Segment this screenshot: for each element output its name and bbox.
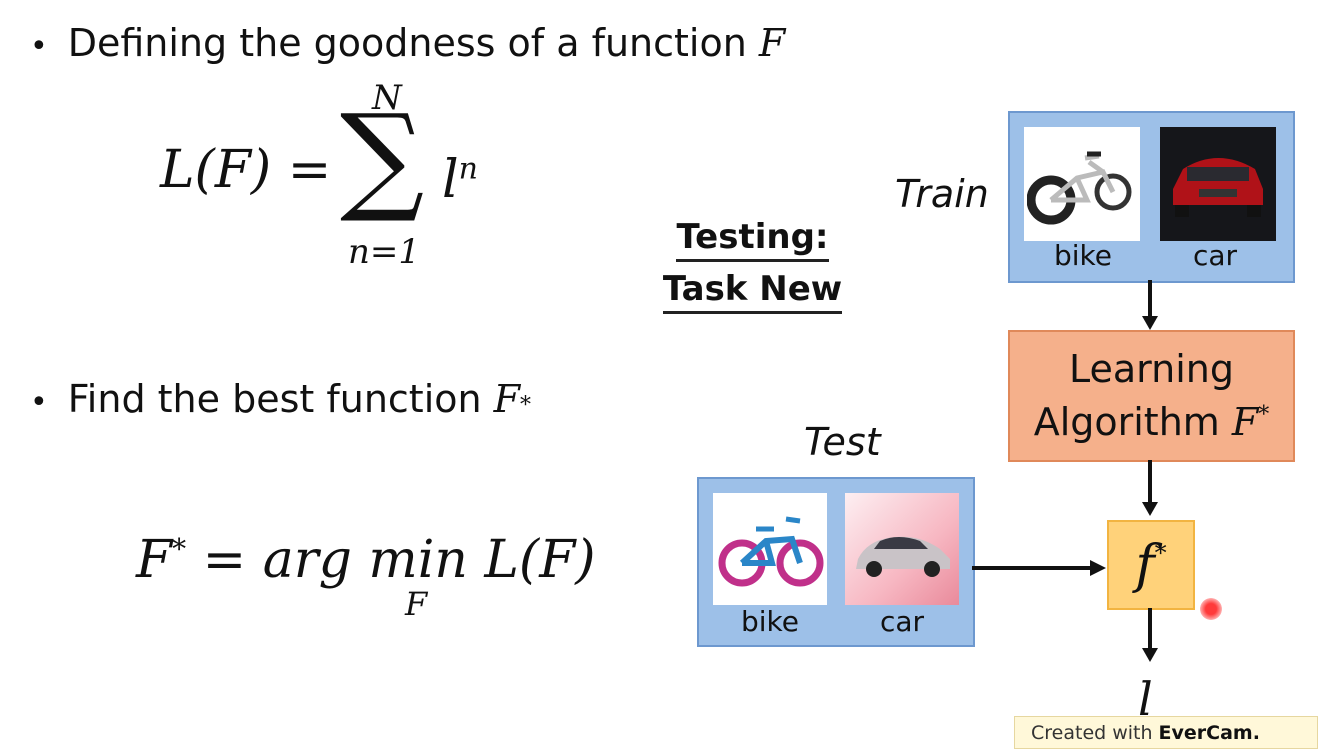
learning-var-sup: * bbox=[1258, 402, 1270, 428]
test-car-caption: car bbox=[879, 605, 925, 638]
sum-lower-limit: n=1 bbox=[348, 232, 421, 272]
train-bike-image bbox=[1024, 127, 1140, 241]
train-label: Train bbox=[895, 172, 989, 216]
learning-algorithm-box: Learning Algorithm F* bbox=[1008, 330, 1295, 462]
train-car-caption: car bbox=[1192, 239, 1238, 272]
f-star-label: f bbox=[1135, 535, 1155, 595]
bullet-dot: • bbox=[30, 385, 48, 420]
argmin-lhs-sup: * bbox=[172, 532, 187, 566]
loss-label: l bbox=[1138, 672, 1153, 726]
learning-var: F bbox=[1231, 400, 1259, 444]
bullet-best-function-text: Find the best function bbox=[67, 377, 482, 421]
evercam-watermark: Created with EverCam. bbox=[1014, 716, 1318, 749]
bullet-goodness-var: F bbox=[758, 21, 786, 65]
bullet-goodness: • Defining the goodness of a function F bbox=[30, 24, 785, 62]
argmin-subscript: F bbox=[405, 585, 428, 623]
train-car-image bbox=[1160, 127, 1276, 241]
test-panel: bike car bbox=[697, 477, 975, 647]
bullet-best-function-var: F bbox=[493, 377, 520, 421]
argmin-rhs: L(F) bbox=[484, 530, 596, 590]
car-icon bbox=[856, 536, 950, 577]
testing-heading: Testing: Task New bbox=[655, 217, 850, 315]
bike-icon bbox=[1027, 151, 1132, 225]
argmin-equation: F* = arg min L(F) bbox=[136, 530, 596, 590]
arrow-test-to-f bbox=[972, 560, 1106, 576]
train-bike-caption: bike bbox=[1054, 239, 1112, 272]
f-star-sup: * bbox=[1154, 539, 1167, 567]
bullet-best-function-sup: * bbox=[519, 393, 531, 418]
record-indicator-icon bbox=[1200, 598, 1222, 620]
learning-line2: Algorithm F* bbox=[1034, 396, 1270, 449]
argmin-lhs: F bbox=[136, 530, 173, 590]
bullet-goodness-text: Defining the goodness of a function bbox=[67, 21, 747, 65]
sum-term: ln bbox=[442, 150, 478, 210]
test-bike-image bbox=[713, 493, 827, 605]
sum-upper-limit: N bbox=[372, 78, 402, 118]
learning-line2-text: Algorithm bbox=[1033, 400, 1220, 444]
bullet-dot: • bbox=[30, 29, 48, 64]
kids-bike-icon bbox=[718, 516, 824, 587]
argmin-mid: = arg min bbox=[202, 530, 468, 590]
arrow-f-to-loss bbox=[1142, 608, 1158, 662]
car-icon bbox=[1173, 158, 1263, 217]
f-star-box: f* bbox=[1107, 520, 1195, 610]
learning-line1: Learning bbox=[1069, 346, 1234, 391]
watermark-brand: EverCam. bbox=[1158, 721, 1260, 744]
arrow-train-to-learning bbox=[1142, 280, 1158, 330]
testing-line2: Task New bbox=[662, 270, 843, 315]
test-label: Test bbox=[804, 420, 881, 464]
sum-term-l: l bbox=[442, 150, 459, 210]
test-car-image bbox=[845, 493, 959, 605]
train-panel: bike car bbox=[1008, 111, 1295, 283]
sigma-symbol: ∑ bbox=[340, 88, 425, 226]
arrow-learning-to-f bbox=[1142, 460, 1158, 516]
loss-equation-lhs: L(F) = bbox=[160, 140, 332, 200]
watermark-prefix: Created with bbox=[1031, 721, 1153, 744]
testing-line1: Testing: bbox=[676, 217, 829, 263]
test-bike-caption: bike bbox=[741, 605, 799, 638]
bullet-best-function: • Find the best function F* bbox=[30, 380, 531, 418]
sum-term-sup: n bbox=[458, 151, 478, 187]
